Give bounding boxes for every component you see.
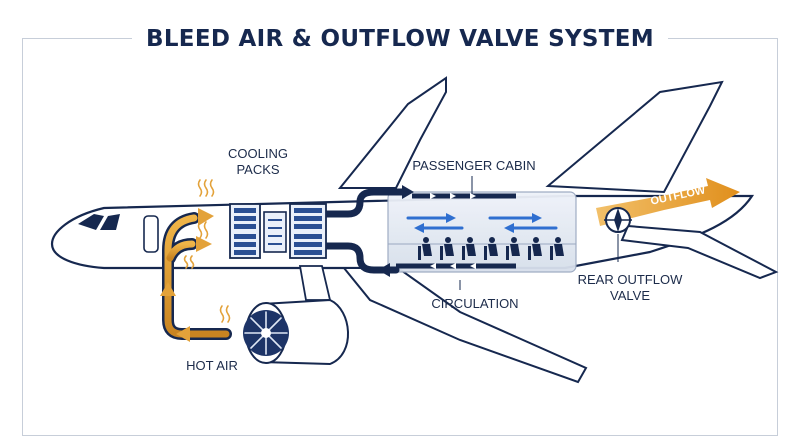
lower-wing — [341, 267, 588, 384]
cabin-circulation-arrows — [406, 216, 558, 230]
passenger-cabin-label: PASSENGER CABIN — [412, 158, 536, 173]
outflow-arrow — [596, 178, 740, 226]
cockpit-window — [100, 214, 120, 230]
forward-door — [143, 215, 159, 253]
passenger-seats — [418, 237, 564, 260]
passenger-cabin-box — [387, 191, 577, 273]
engine-pylon — [298, 265, 332, 301]
cockpit-window — [78, 214, 104, 230]
hot-air-arrowheads — [160, 208, 214, 342]
supply-duct-arrowheads — [378, 185, 414, 277]
cooling-pack-center — [263, 211, 287, 253]
cooling-pack-right — [289, 203, 327, 259]
heat-waves-icon — [183, 179, 231, 323]
hot-air-label: HOT AIR — [186, 358, 238, 373]
hot-air-flow — [164, 214, 230, 338]
supply-ducts — [322, 188, 410, 274]
circulation-label: CIRCULATION — [431, 296, 519, 311]
horizontal-stabilizer — [620, 224, 779, 280]
rear-outflow-valve-label: REAR OUTFLOW VALVE — [577, 272, 683, 303]
engine-fan-icon — [243, 310, 289, 356]
vertical-tail — [545, 80, 724, 194]
cooling-pack-left — [229, 203, 261, 259]
outflow-valve-icon — [604, 207, 632, 233]
cooling-packs-label: COOLING PACKS — [228, 146, 288, 177]
upper-wing — [337, 76, 447, 189]
diagram-title: BLEED AIR & OUTFLOW VALVE SYSTEM — [0, 26, 800, 52]
cabin-arrowheads — [414, 213, 542, 233]
